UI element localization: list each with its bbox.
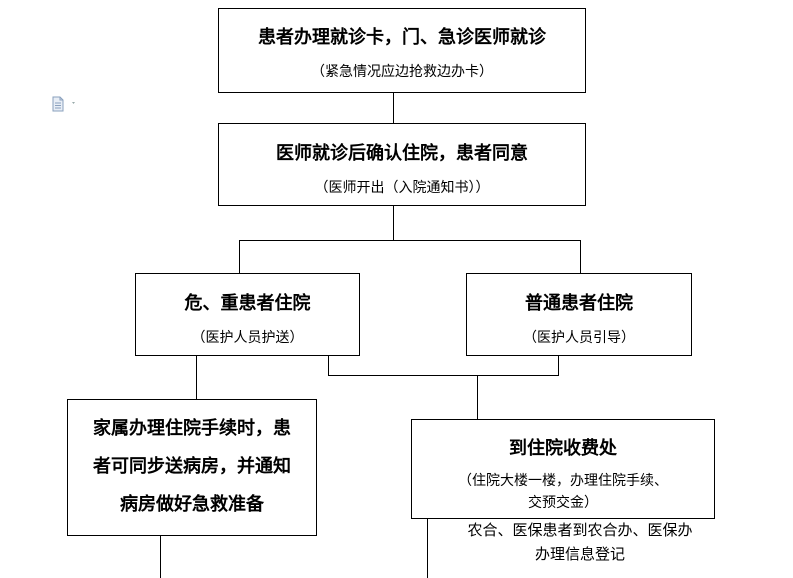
insurance-note-line-2: 办理信息登记 [534, 545, 625, 563]
connector-b3-b5 [196, 355, 197, 399]
insurance-note-line-1: 农合、医保患者到农合办、医保办 [467, 521, 693, 539]
step-register-box: 患者办理就诊卡，门、急诊医师就诊 （紧急情况应边抢救边办卡） [218, 8, 586, 93]
insurance-note: 农合、医保患者到农合办、医保办 办理信息登记 [430, 518, 730, 566]
connector-to-b3 [239, 240, 240, 273]
cashier-note-line-2: 交预交金） [528, 495, 598, 511]
connector-b5-down [160, 535, 161, 578]
cashier-title: 到住院收费处 [509, 438, 617, 459]
family-procedure-box: 家属办理住院手续时，患 者可同步送病房，并通知 病房做好急救准备 [67, 399, 317, 536]
critical-patient-box: 危、重患者住院 （医护人员护送） [135, 273, 360, 356]
connector-b3-merge [328, 355, 329, 376]
step-confirm-title: 医师就诊后确认住院，患者同意 [276, 143, 528, 164]
connector-b4-merge [558, 355, 559, 376]
connector-b1-b2 [393, 92, 394, 123]
regular-patient-note: （医护人员引导） [523, 330, 635, 346]
connector-split [239, 240, 581, 241]
critical-patient-note: （医护人员护送） [191, 330, 304, 346]
regular-patient-title: 普通患者住院 [525, 293, 633, 314]
cashier-box: 到住院收费处 （住院大楼一楼，办理住院手续、 交预交金） [411, 419, 715, 519]
step-confirm-note: （医师开出（入院通知书）） [314, 180, 490, 196]
family-procedure-line-2: 者可同步送病房，并通知 [93, 456, 291, 477]
connector-merge [328, 375, 559, 376]
connector-to-b4 [580, 240, 581, 273]
cashier-note-line-1: （住院大楼一楼，办理住院手续、 [458, 473, 668, 489]
step-register-note: （紧急情况应边抢救边办卡） [311, 64, 493, 80]
step-confirm-box: 医师就诊后确认住院，患者同意 （医师开出（入院通知书）） [218, 123, 586, 206]
critical-patient-title: 危、重患者住院 [184, 293, 311, 314]
family-procedure-line-3: 病房做好急救准备 [120, 494, 264, 515]
step-register-title: 患者办理就诊卡，门、急诊医师就诊 [258, 27, 546, 48]
connector-b2-down [393, 205, 394, 241]
connector-b6-down [427, 518, 428, 578]
document-icon[interactable] [52, 96, 78, 116]
family-procedure-line-1: 家属办理住院手续时，患 [93, 418, 291, 439]
connector-to-b6 [477, 375, 478, 419]
regular-patient-box: 普通患者住院 （医护人员引导） [466, 273, 692, 356]
